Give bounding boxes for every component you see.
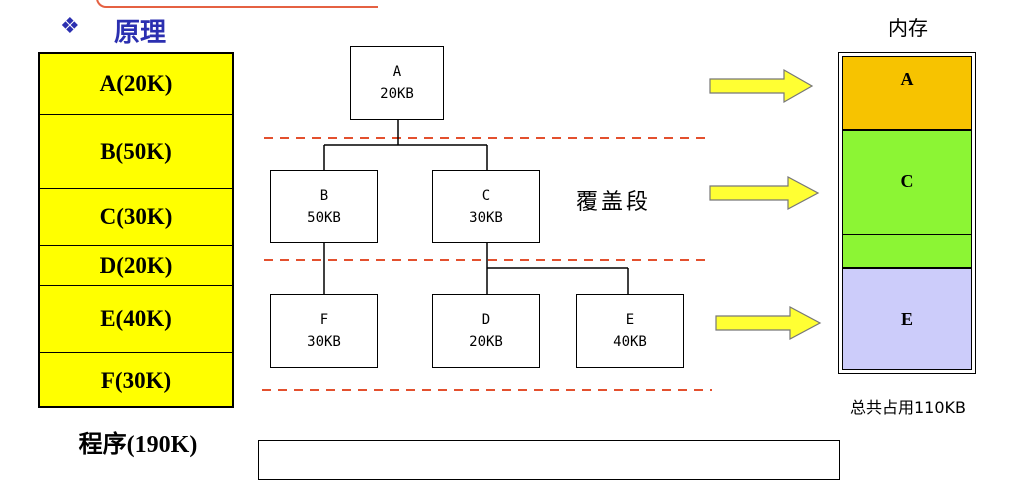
memory-total-label: 总共占用110KB bbox=[849, 398, 966, 417]
memory-segment-divider bbox=[843, 234, 971, 235]
node-name: F bbox=[319, 312, 329, 328]
node-size: 30KB bbox=[469, 209, 503, 226]
tree-node-c: C 30KB bbox=[432, 170, 540, 243]
program-segment-f: F(30K) bbox=[40, 352, 232, 408]
memory-segment-a: A bbox=[842, 56, 972, 130]
bullet-icon: ❖ bbox=[60, 14, 80, 39]
note-box bbox=[258, 440, 840, 480]
program-segment-a: A(20K) bbox=[99, 71, 173, 96]
node-name: D bbox=[481, 312, 491, 328]
arrow-to-memory-a bbox=[709, 68, 814, 104]
memory-segment-e: E bbox=[842, 268, 972, 370]
memory-title: 内存 bbox=[888, 16, 928, 40]
node-size: 20KB bbox=[469, 334, 503, 350]
tree-node-f: F 30KB bbox=[270, 294, 378, 368]
header-decoration bbox=[96, 0, 378, 8]
memory-segment-label: A bbox=[900, 69, 914, 89]
node-size: 40KB bbox=[613, 334, 647, 350]
memory-segment-c: C bbox=[842, 130, 972, 268]
node-name: E bbox=[625, 312, 635, 328]
program-segment-b: B(50K) bbox=[40, 114, 232, 188]
overlay-tree-diagram bbox=[262, 68, 822, 391]
node-name: A bbox=[392, 64, 402, 80]
tree-node-d: D 20KB bbox=[432, 294, 540, 368]
memory-stack: A C E bbox=[838, 52, 976, 374]
node-name: B bbox=[319, 187, 329, 204]
arrow-to-memory-c bbox=[709, 176, 820, 210]
program-segment-e: E(40K) bbox=[40, 285, 232, 352]
tree-node-b: B 50KB bbox=[270, 170, 378, 243]
node-size: 20KB bbox=[380, 86, 414, 102]
node-size: 50KB bbox=[307, 209, 341, 226]
program-segment-d: D(20K) bbox=[40, 245, 232, 285]
tree-node-a: A 20KB bbox=[350, 46, 444, 120]
page-heading: 原理 bbox=[114, 18, 167, 48]
arrow-to-memory-e bbox=[715, 306, 822, 340]
tree-node-e: E 40KB bbox=[576, 294, 684, 368]
memory-segment-label: C bbox=[900, 171, 914, 191]
program-stack: A(20K) B(50K) C(30K) D(20K) E(40K) F(30K… bbox=[38, 52, 234, 408]
program-segment-c: C(30K) bbox=[40, 188, 232, 245]
node-size: 30KB bbox=[307, 334, 341, 350]
overlay-segment-label: 覆盖段 bbox=[576, 190, 652, 215]
node-name: C bbox=[481, 187, 491, 204]
memory-segment-label: E bbox=[900, 309, 913, 329]
